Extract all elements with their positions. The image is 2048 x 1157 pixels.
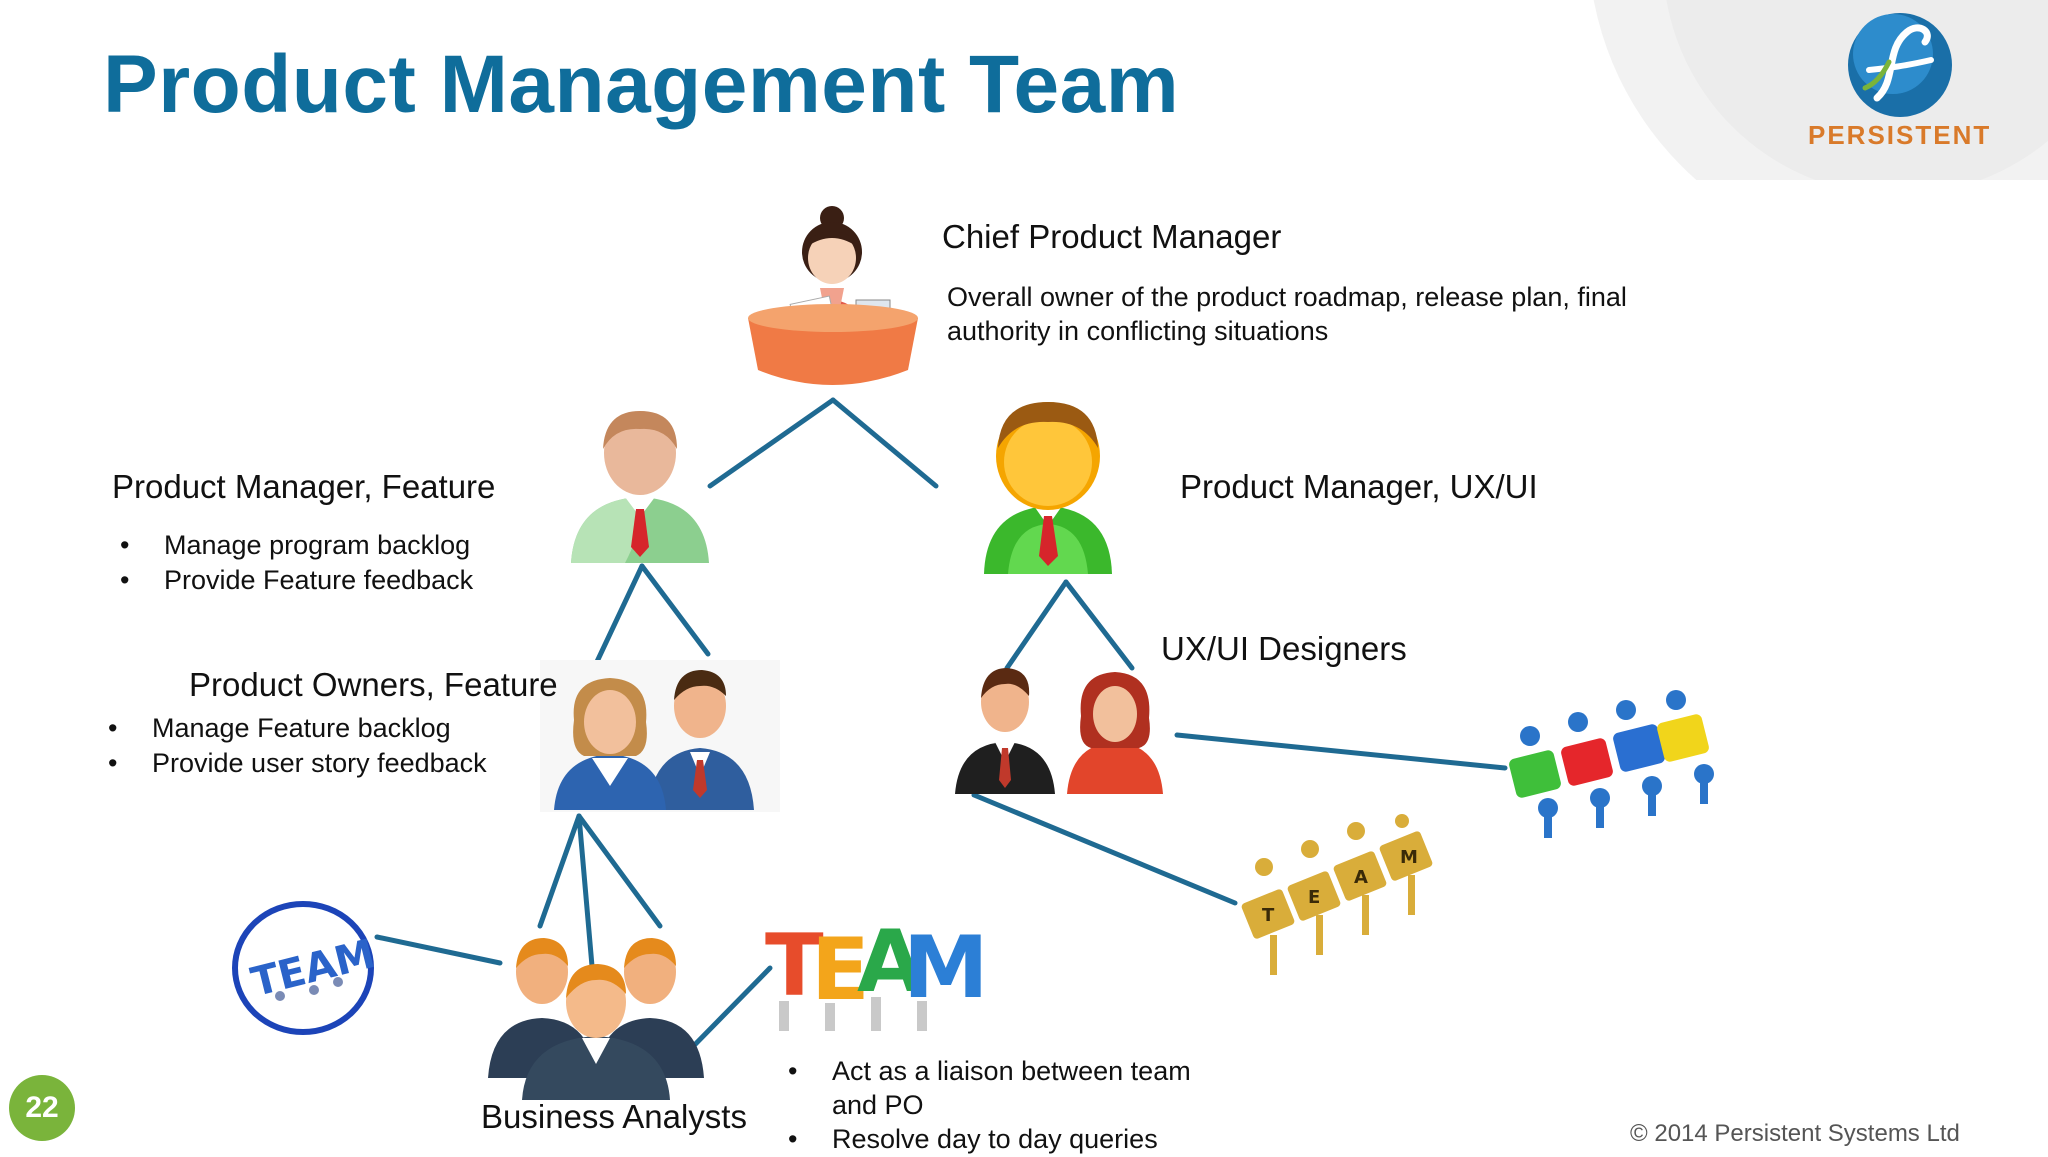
connector-chief-to-pm-ux bbox=[830, 397, 939, 489]
list-item-text: Act as a liaison between team and PO bbox=[832, 1056, 1191, 1120]
connector-chief-to-pm-feature bbox=[707, 397, 836, 489]
svg-text:A: A bbox=[1354, 867, 1368, 888]
svg-text:E: E bbox=[811, 920, 870, 1020]
svg-text:T: T bbox=[765, 916, 824, 1016]
page-title: Product Management Team bbox=[103, 39, 1180, 130]
connector-pmf-to-po-left bbox=[591, 563, 645, 671]
persistent-logo-icon bbox=[1848, 13, 1952, 117]
product-owners-title: Product Owners, Feature bbox=[189, 666, 558, 703]
chief-product-manager-description: Overall owner of the product roadmap, re… bbox=[947, 282, 1627, 346]
business-analysts-icon bbox=[488, 938, 704, 1100]
product-manager-ux-title: Product Manager, UX/UI bbox=[1180, 468, 1538, 505]
svg-text:M: M bbox=[1400, 847, 1418, 868]
chief-product-manager-icon bbox=[748, 206, 918, 385]
svg-text:T: T bbox=[1262, 905, 1275, 926]
list-item: Manage Feature backlog bbox=[100, 711, 487, 746]
puzzle-team-icon bbox=[1509, 690, 1714, 838]
team-circle-icon: TEAM bbox=[232, 901, 380, 1035]
connector-po-to-ba-right bbox=[576, 813, 663, 929]
business-analysts-title: Business Analysts bbox=[481, 1098, 747, 1135]
ux-ui-designers-title: UX/UI Designers bbox=[1161, 630, 1407, 667]
connector-po-to-ba-left bbox=[537, 813, 582, 929]
business-analysts-bullets: Act as a liaison between team and PO Res… bbox=[780, 1054, 1240, 1157]
svg-text:A: A bbox=[857, 912, 924, 1012]
copyright: © 2014 Persistent Systems Ltd bbox=[1630, 1120, 1960, 1147]
list-item: Manage program backlog bbox=[112, 528, 473, 563]
connector-po-to-ba-mid bbox=[576, 813, 595, 969]
product-manager-ux-icon bbox=[984, 402, 1112, 574]
team-letters-icon: T E A M bbox=[765, 912, 989, 1031]
page-number-badge: 22 bbox=[9, 1075, 75, 1141]
gold-team-icon: T E A M bbox=[1241, 814, 1433, 975]
product-manager-feature-bullets: Manage program backlog Provide Feature f… bbox=[112, 528, 473, 598]
product-owners-bullets: Manage Feature backlog Provide user stor… bbox=[100, 711, 487, 781]
ux-ui-designers-icon bbox=[955, 668, 1163, 794]
svg-text:E: E bbox=[1308, 887, 1320, 908]
list-item: Provide user story feedback bbox=[100, 746, 487, 781]
connector-ux-to-gold-team bbox=[971, 792, 1238, 906]
connector-pmf-to-po-right bbox=[639, 563, 711, 657]
product-owners-icon bbox=[540, 660, 780, 812]
product-manager-feature-title: Product Manager, Feature bbox=[112, 468, 496, 505]
connector-team-badge-to-ba bbox=[374, 934, 503, 966]
connector-pmux-to-ux-right bbox=[1063, 579, 1135, 671]
connector-ux-to-puzzle-team bbox=[1174, 732, 1508, 771]
logo-text: PERSISTENT bbox=[1808, 120, 1992, 150]
list-item: Act as a liaison between team and PO bbox=[780, 1054, 1240, 1122]
svg-text:M: M bbox=[903, 918, 989, 1018]
product-manager-feature-icon bbox=[571, 411, 709, 563]
list-item: Provide Feature feedback bbox=[112, 563, 473, 598]
list-item: Resolve day to day queries bbox=[780, 1122, 1240, 1157]
connector-pmux-to-ux-left bbox=[1004, 579, 1069, 671]
chief-product-manager-title: Chief Product Manager bbox=[942, 218, 1282, 255]
